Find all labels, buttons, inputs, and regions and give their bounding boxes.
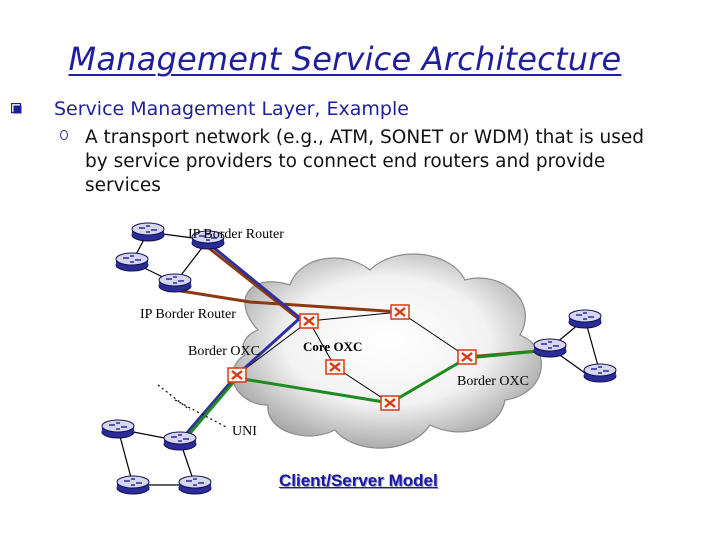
- core-oxc-node-3: [325, 359, 345, 375]
- core-oxc-node-1: [299, 313, 319, 329]
- router-icon: [533, 338, 567, 358]
- slide-title: Management Service Architecture: [68, 40, 622, 78]
- label-ip-border-router-top: IP Border Router: [188, 227, 284, 242]
- oxc-nodes: [227, 304, 477, 411]
- uni-dotted-lines: [157, 384, 229, 429]
- label-border-oxc-right: Border OXC: [457, 374, 529, 389]
- bullet-level1: Service Management Layer, Example: [54, 98, 409, 120]
- diagram-caption: Client/Server Model: [279, 471, 438, 490]
- border-oxc-node-right: [457, 349, 477, 365]
- core-oxc-node-4: [380, 395, 400, 411]
- border-oxc-node-left: [227, 367, 247, 383]
- label-uni: UNI: [232, 424, 257, 439]
- router-icon: [116, 475, 150, 495]
- router-icon: [178, 475, 212, 495]
- sub-bullet-marker-icon: [60, 130, 68, 140]
- router-icon: [101, 419, 135, 439]
- blue-path: [178, 241, 303, 442]
- bullet-level2: A transport network (e.g., ATM, SONET or…: [85, 127, 645, 196]
- label-ip-border-router-left: IP Border Router: [140, 307, 236, 322]
- router-icon: [163, 431, 197, 451]
- label-core-oxc: Core OXC: [303, 339, 363, 354]
- router-icon: [115, 252, 149, 272]
- router-icon: [158, 273, 192, 293]
- label-border-oxc-left: Border OXC: [188, 344, 260, 359]
- checkbox-bullet-icon: [11, 103, 22, 114]
- core-oxc-node-2: [390, 304, 410, 320]
- router-icon: [131, 222, 165, 242]
- router-icon: [583, 363, 617, 383]
- router-icon: [568, 309, 602, 329]
- transport-network-cloud: [231, 253, 542, 449]
